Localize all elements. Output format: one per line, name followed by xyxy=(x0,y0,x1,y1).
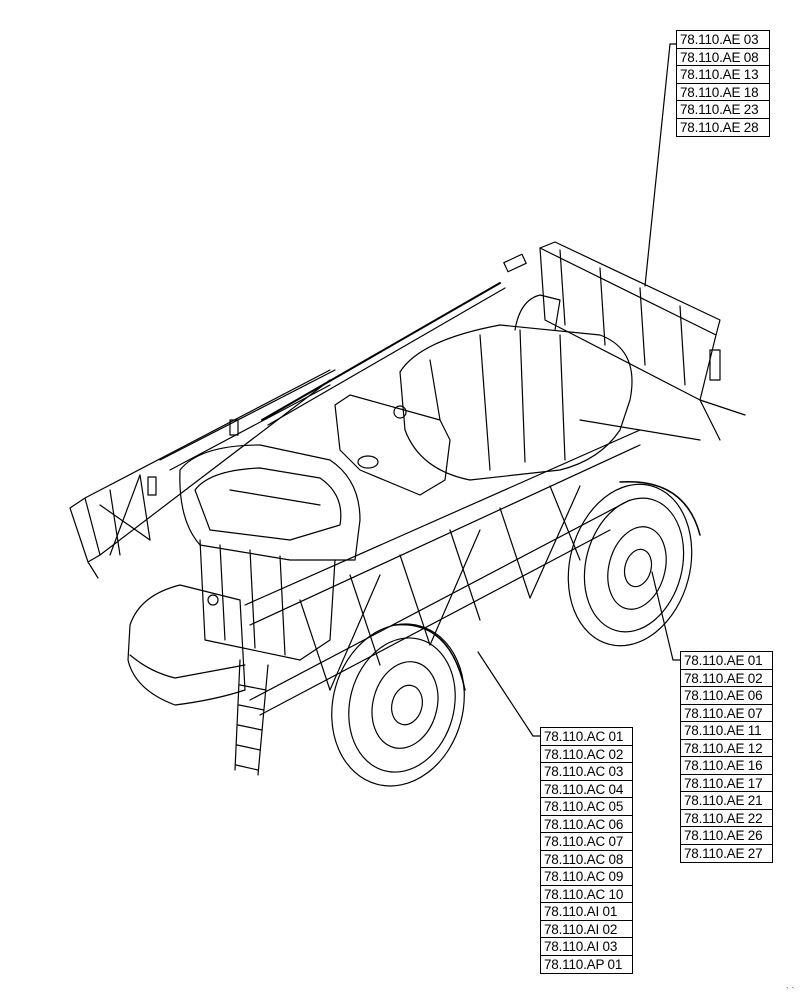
left-boom xyxy=(69,369,336,579)
rinse-tank xyxy=(334,394,451,496)
callout-front-wheel: 78.110.AC 01 78.110.AC 02 78.110.AC 03 7… xyxy=(540,727,633,974)
rear-rack xyxy=(503,241,746,441)
part-ref[interactable]: 78.110.AE 28 xyxy=(680,119,759,135)
hood xyxy=(127,584,246,706)
leader-lines xyxy=(477,43,681,737)
part-ref[interactable]: 78.110.AI 03 xyxy=(541,938,632,956)
part-ref[interactable]: 78.110.AE 27 xyxy=(684,845,763,861)
part-ref[interactable]: 78.110.AE 16 xyxy=(681,757,772,775)
callout-rear-boom: 78.110.AE 03 78.110.AE 08 78.110.AE 13 7… xyxy=(676,30,770,137)
part-ref[interactable]: 78.110.AE 01 xyxy=(681,652,772,670)
part-ref[interactable]: 78.110.AE 22 xyxy=(681,810,772,827)
part-ref[interactable]: 78.110.AC 01 xyxy=(541,728,632,746)
part-ref[interactable]: 78.110.AE 13 xyxy=(677,66,769,84)
part-ref[interactable]: 78.110.AE 07 xyxy=(681,705,772,722)
part-ref[interactable]: 78.110.AC 08 xyxy=(541,851,632,868)
ladder xyxy=(234,659,269,776)
part-ref[interactable]: 78.110.AI 01 xyxy=(541,903,632,921)
part-ref[interactable]: 78.110.AE 08 xyxy=(677,49,769,66)
part-ref[interactable]: 78.110.AC 02 xyxy=(541,746,632,763)
part-ref[interactable]: 78.110.AE 02 xyxy=(681,670,772,687)
part-ref[interactable]: 78.110.AE 17 xyxy=(681,775,772,792)
cab xyxy=(179,444,361,661)
part-ref[interactable]: 78.110.AE 23 xyxy=(677,101,769,119)
part-ref[interactable]: 78.110.AC 05 xyxy=(541,798,632,816)
part-ref[interactable]: 78.110.AI 02 xyxy=(541,921,632,938)
part-ref[interactable]: 78.110.AC 06 xyxy=(541,816,632,833)
frame-rails xyxy=(244,429,641,716)
part-ref[interactable]: 78.110.AC 10 xyxy=(541,886,632,903)
part-ref[interactable]: 78.110.AP 01 xyxy=(544,956,623,972)
part-ref[interactable]: 78.110.AC 04 xyxy=(541,781,632,798)
part-ref[interactable]: 78.110.AC 09 xyxy=(541,868,632,886)
part-ref[interactable]: 78.110.AC 03 xyxy=(541,763,632,781)
part-ref[interactable]: 78.110.AE 26 xyxy=(681,827,772,845)
corner-mark: ` ` xyxy=(786,986,795,996)
part-ref[interactable]: 78.110.AE 03 xyxy=(677,31,769,49)
rear-wheel xyxy=(567,481,701,647)
callout-rear-wheel: 78.110.AE 01 78.110.AE 02 78.110.AE 06 7… xyxy=(680,651,773,863)
part-ref[interactable]: 78.110.AE 12 xyxy=(681,740,772,757)
front-wheel xyxy=(331,623,466,787)
part-ref[interactable]: 78.110.AE 11 xyxy=(681,722,772,740)
part-ref[interactable]: 78.110.AE 18 xyxy=(677,84,769,101)
part-ref[interactable]: 78.110.AC 07 xyxy=(541,833,632,851)
main-tank xyxy=(399,294,633,481)
part-ref[interactable]: 78.110.AE 06 xyxy=(681,687,772,705)
part-ref[interactable]: 78.110.AE 21 xyxy=(681,792,772,810)
